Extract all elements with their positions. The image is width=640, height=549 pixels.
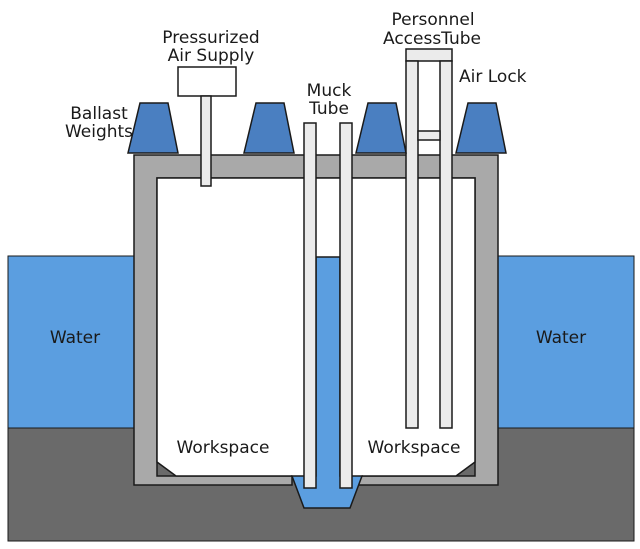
- label-muck-line1: Muck: [307, 81, 352, 101]
- water-left: [7, 255, 135, 429]
- muck-tube-right-wall: [339, 122, 353, 489]
- label-personnel-line2: AccessTube: [383, 29, 481, 49]
- label-muck-line2: Tube: [308, 99, 349, 119]
- label-personnel-line1: Personnel: [391, 10, 474, 30]
- label-ballast-line1: Ballast: [70, 104, 128, 124]
- air-lock-hatch: [417, 130, 441, 141]
- label-pressurized-line2: Air Supply: [168, 46, 255, 66]
- access-tube-right-wall: [439, 60, 453, 429]
- ballast-weight-2: [243, 102, 295, 154]
- muck-tube-left-wall: [303, 122, 317, 489]
- ballast-weight-1: [127, 102, 179, 154]
- label-air-lock: Air Lock: [459, 67, 527, 87]
- air-supply-pipe: [200, 95, 212, 187]
- label-water-left: Water: [50, 328, 100, 348]
- label-workspace-right: Workspace: [368, 438, 461, 458]
- label-ballast-line2: Weights: [65, 122, 133, 142]
- water-right: [497, 255, 635, 429]
- air-supply-box: [177, 66, 237, 97]
- access-tube-left-wall: [405, 60, 419, 429]
- label-pressurized-line1: Pressurized: [162, 28, 259, 48]
- label-water-right: Water: [536, 328, 586, 348]
- ballast-weight-3: [355, 102, 407, 154]
- label-workspace-left: Workspace: [177, 438, 270, 458]
- access-tube-cap: [405, 48, 453, 62]
- ballast-weight-4: [455, 102, 507, 154]
